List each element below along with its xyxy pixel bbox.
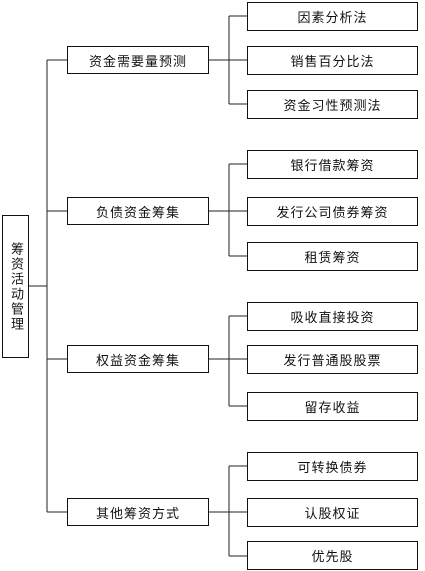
leaf-node: 可转换债券: [247, 452, 418, 481]
leaf-node: 因素分析法: [247, 2, 418, 31]
root-node: 筹资活动管理: [2, 215, 29, 358]
leaf-node: 发行公司债券筹资: [247, 197, 418, 226]
leaf-node: 销售百分比法: [247, 46, 418, 75]
leaf-node: 认股权证: [247, 498, 418, 527]
group-node-equity-financing: 权益资金筹集: [67, 345, 209, 373]
leaf-node: 银行借款筹资: [247, 150, 418, 179]
leaf-node: 资金习性预测法: [247, 90, 418, 119]
leaf-node: 租赁筹资: [247, 242, 418, 271]
group-node-demand-forecast: 资金需要量预测: [67, 46, 209, 74]
leaf-node: 发行普通股股票: [247, 345, 418, 374]
leaf-node: 优先股: [247, 541, 418, 570]
leaf-node: 吸收直接投资: [247, 302, 418, 331]
group-node-debt-financing: 负债资金筹集: [67, 197, 209, 225]
leaf-node: 留存收益: [247, 392, 418, 421]
group-node-other-methods: 其他筹资方式: [67, 498, 209, 526]
